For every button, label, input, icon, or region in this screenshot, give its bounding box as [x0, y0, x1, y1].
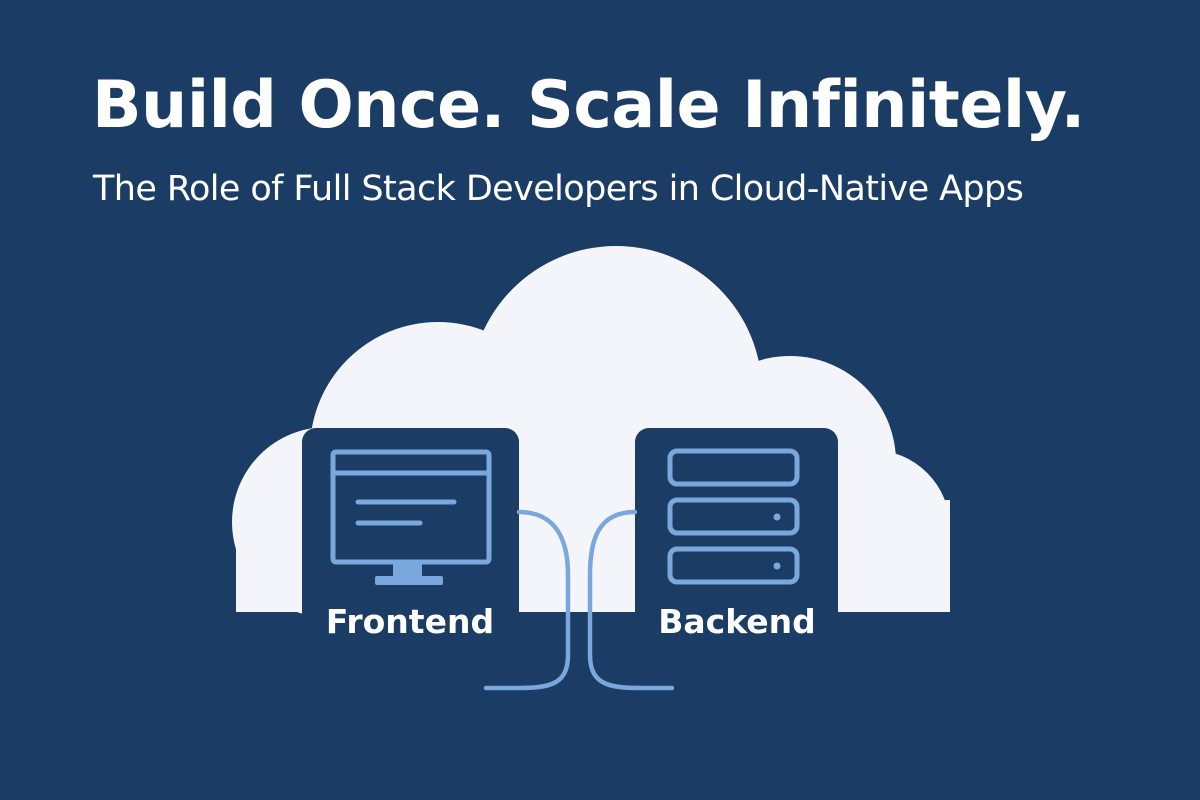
backend-cable: [587, 509, 675, 691]
frontend-label: Frontend: [326, 602, 494, 641]
backend-node: Backend: [635, 428, 838, 699]
monitor-icon: [330, 449, 492, 585]
page-title: Build Once. Scale Infinitely.: [92, 68, 1085, 143]
backend-label: Backend: [658, 602, 816, 641]
page-subtitle: The Role of Full Stack Developers in Clo…: [93, 169, 1024, 209]
frontend-node: Frontend: [302, 428, 519, 699]
backend-panel: [635, 428, 838, 699]
server-stack-icon: [667, 448, 800, 585]
connection-cables: [483, 509, 675, 691]
frontend-cable: [483, 509, 571, 691]
